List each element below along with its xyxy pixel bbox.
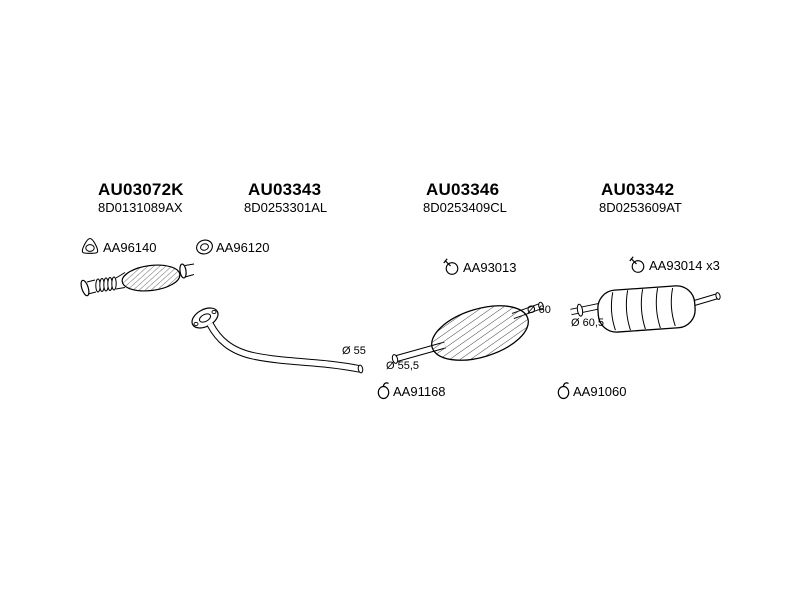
accessory-code: AA91060 [573, 384, 627, 399]
clamp-icon [628, 255, 647, 274]
flange-gasket-icon [80, 237, 100, 256]
rear-silencer-drawing [570, 285, 721, 333]
accessory-code: AA91168 [393, 384, 446, 399]
oe-number-au03342: 8D0253609AT [599, 200, 682, 215]
middle-silencer-drawing [391, 301, 544, 364]
rubber-hanger-icon [376, 381, 391, 400]
part-number-au03342: AU03342 [601, 180, 675, 199]
oe-number-au03346: 8D0253409CL [423, 200, 507, 215]
part-number-au03072k: AU03072K [98, 180, 184, 199]
diameter-annotation: Ø 60,5 [571, 317, 605, 329]
clamp-icon [442, 257, 461, 276]
front-pipe-drawing [191, 307, 364, 374]
part-number-au03346: AU03346 [426, 180, 500, 199]
rubber-hanger-icon [556, 381, 571, 400]
accessory-code: AA93014 x3 [649, 258, 720, 273]
oe-number-au03343: 8D0253301AL [244, 200, 328, 215]
catalytic-converter-drawing [80, 263, 195, 297]
part-number-au03343: AU03343 [248, 180, 322, 199]
diameter-annotation: Ø 60 [527, 304, 551, 316]
diameter-annotation: Ø 55 [342, 345, 366, 357]
accessory-code: AA96120 [216, 240, 270, 255]
ring-gasket-icon [195, 238, 214, 256]
accessory-code: AA93013 [463, 260, 517, 275]
accessory-code: AA96140 [103, 240, 157, 255]
oe-number-au03072k: 8D0131089AX [98, 200, 183, 215]
diameter-annotation: Ø 55,5 [386, 360, 420, 372]
